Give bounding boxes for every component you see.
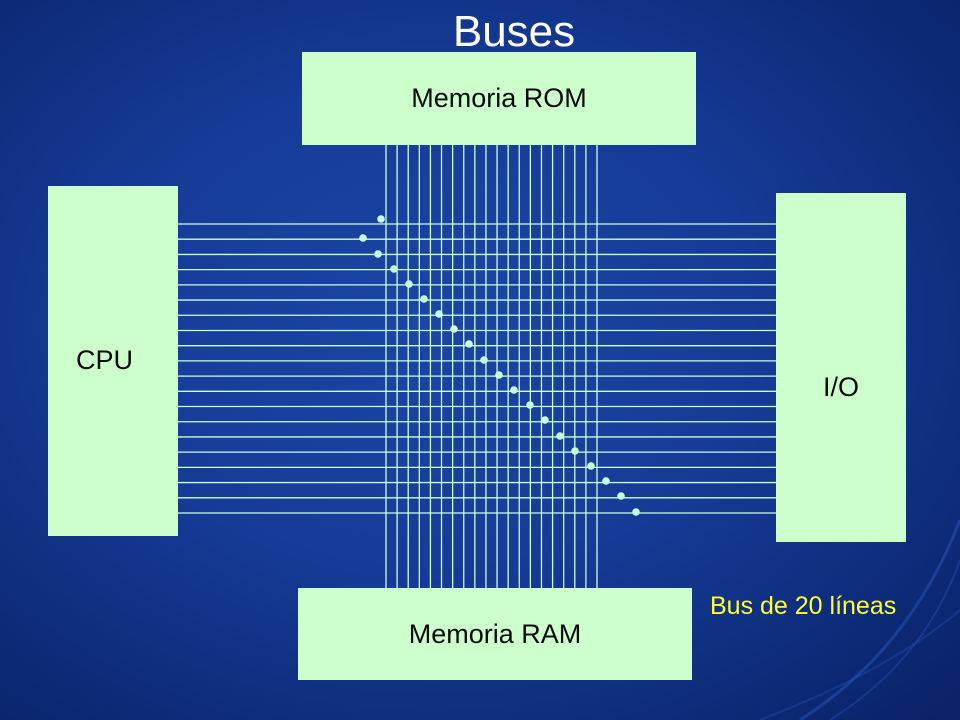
bus-junction-dot [556, 432, 564, 440]
memoria-ram-block: Memoria RAM [298, 588, 692, 680]
bus-junction-dot [617, 492, 625, 500]
bus-junction-dot [435, 310, 443, 318]
io-block: I/O [776, 193, 906, 542]
bus-junction-dot [480, 356, 488, 364]
bus-junction-dot [510, 386, 518, 394]
decorative-swoosh [759, 519, 960, 720]
bus-junction-dot [465, 340, 473, 348]
bus-junction-dot [374, 250, 382, 258]
bus-junction-dot [495, 371, 503, 379]
bus-junction-dot [571, 447, 579, 455]
bus-junction-dot [541, 416, 549, 424]
io-label: I/O [822, 372, 859, 402]
bus-junction-dot [405, 280, 413, 288]
memoria-rom-label: Memoria ROM [411, 83, 587, 113]
cpu-block: CPU [48, 186, 178, 536]
bus-junction-dot [587, 462, 595, 470]
bus-junction-dot [420, 295, 428, 303]
bus-junction-dot [377, 215, 385, 223]
bus-junction-dot [390, 265, 398, 273]
bus-junction-dot [632, 508, 640, 516]
bus-junction-dot [359, 234, 367, 242]
memoria-ram-label: Memoria RAM [408, 618, 582, 649]
memoria-rom-block: Memoria ROM [302, 52, 696, 145]
bus-caption: Bus de 20 líneas [710, 592, 897, 620]
bus-junction-dot [602, 477, 610, 485]
bus-junction-dot [450, 325, 458, 333]
slide-title: Buses [452, 7, 576, 56]
bus-junction-dot [526, 401, 534, 409]
cpu-label: CPU [76, 344, 134, 375]
